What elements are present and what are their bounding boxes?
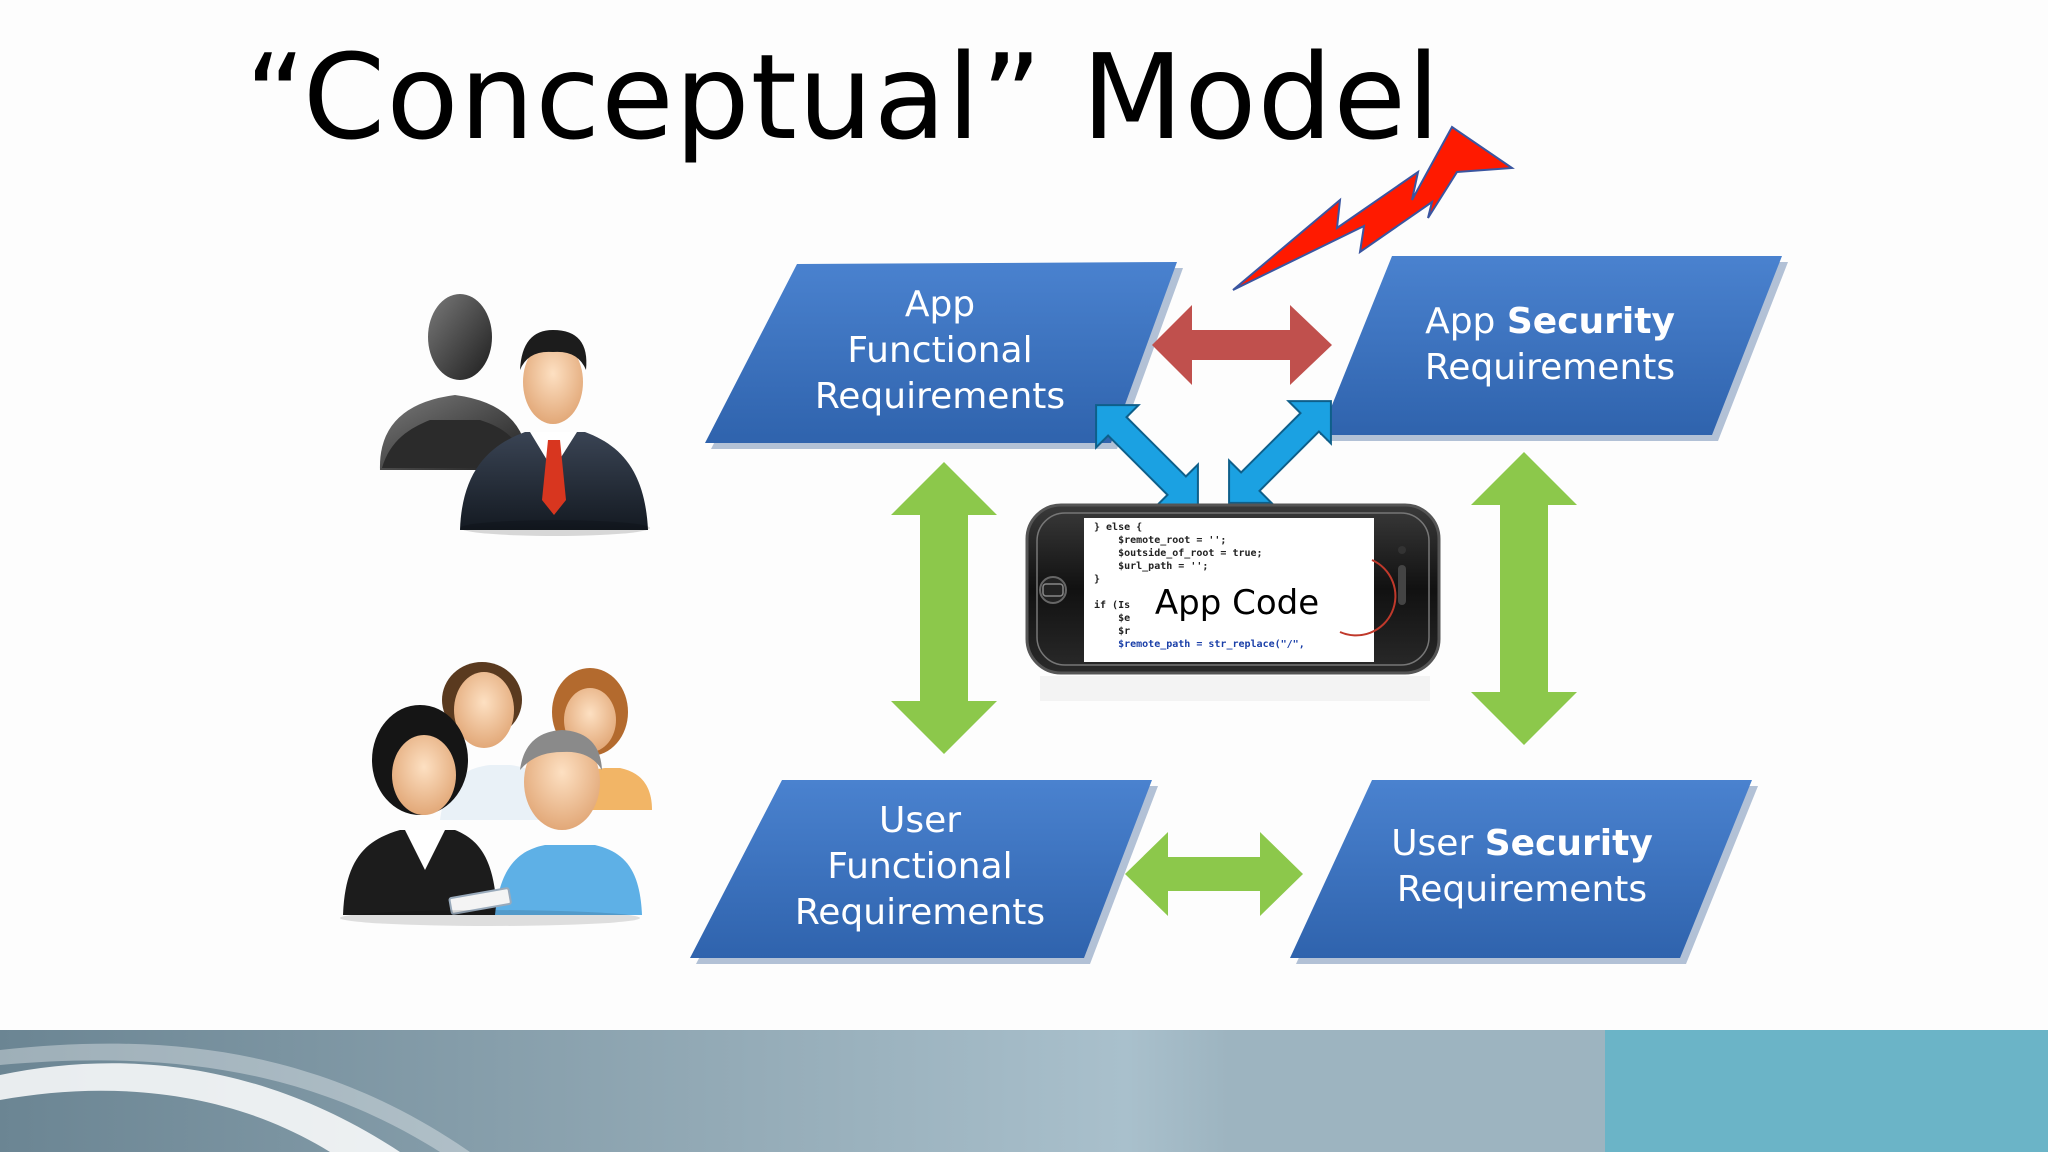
app-security-box xyxy=(1320,256,1788,441)
blue-diagonal-arrow-right xyxy=(1228,400,1332,504)
app-security-line1: App Security xyxy=(1390,299,1710,345)
code-line: $remote_root = ''; xyxy=(1094,535,1227,546)
lightning-bolt-icon xyxy=(1232,125,1515,291)
app-security-label: App Security Requirements xyxy=(1390,299,1710,391)
app-code-label: App Code xyxy=(1147,583,1327,623)
user-functional-line3: Requirements xyxy=(794,892,1046,933)
user-security-line1: User Security xyxy=(1362,821,1682,867)
red-double-arrow xyxy=(1152,305,1332,385)
user-security-bold: Security xyxy=(1484,823,1653,864)
user-security-box xyxy=(1290,780,1758,964)
code-line: } xyxy=(1094,574,1101,585)
app-functional-line2: Functional xyxy=(847,330,1033,371)
user-functional-box xyxy=(690,780,1158,964)
user-security-prefix: User xyxy=(1391,823,1485,864)
app-functional-box xyxy=(705,262,1183,449)
app-security-bold: Security xyxy=(1506,301,1675,342)
phone-code-block: } else { $remote_root = ''; $outside_of_… xyxy=(1094,522,1364,658)
code-line: $e xyxy=(1094,613,1131,624)
green-vertical-arrow-left xyxy=(891,462,997,754)
user-security-label: User Security Requirements xyxy=(1362,821,1682,913)
code-line: } else { xyxy=(1094,522,1143,533)
user-security-line2: Requirements xyxy=(1396,869,1648,910)
app-functional-label: App Functional Requirements xyxy=(780,282,1100,420)
green-horizontal-arrow xyxy=(1125,832,1303,916)
green-vertical-arrow-right xyxy=(1471,452,1577,745)
code-line: $url_path = ''; xyxy=(1094,561,1209,572)
user-functional-line2: Functional xyxy=(827,846,1013,887)
code-line: $outside_of_root = true; xyxy=(1094,548,1263,559)
business-people-icon xyxy=(379,294,650,536)
app-security-line2: Requirements xyxy=(1424,347,1676,388)
code-line: if (Is xyxy=(1094,600,1131,611)
user-group-icon xyxy=(340,662,652,926)
slide-title: “Conceptual” Model xyxy=(245,28,1441,166)
app-functional-line1: App xyxy=(904,284,976,325)
user-functional-label: User Functional Requirements xyxy=(760,798,1080,936)
code-line: $remote_path = str_replace("/", xyxy=(1094,639,1305,650)
footer-swoosh xyxy=(0,1043,470,1152)
app-functional-line3: Requirements xyxy=(814,376,1066,417)
code-line: $r xyxy=(1094,626,1131,637)
user-functional-line1: User xyxy=(878,800,962,841)
app-security-prefix: App xyxy=(1425,301,1507,342)
footer-accent-block xyxy=(1605,1030,2048,1152)
